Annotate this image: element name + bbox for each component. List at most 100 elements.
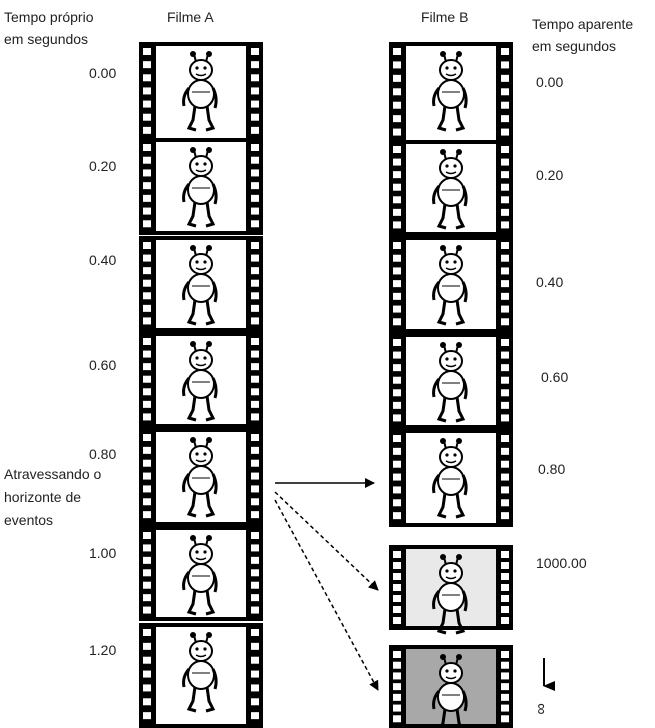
film-b-time: 0.00 bbox=[536, 74, 564, 90]
sprocket-hole bbox=[251, 485, 259, 493]
sprocket-hole bbox=[501, 267, 509, 275]
film-a-time: 0.80 bbox=[89, 446, 117, 462]
sprocket-hole bbox=[251, 169, 259, 177]
sprocket-hole bbox=[501, 486, 509, 494]
sprocket-hole bbox=[501, 292, 509, 300]
sprocket-hole bbox=[143, 472, 151, 480]
sprocket-hole bbox=[143, 48, 151, 55]
sprocket-hole bbox=[501, 280, 509, 288]
sprocket-hole bbox=[393, 499, 401, 507]
sprocket-hole bbox=[393, 595, 401, 602]
sprocket-hole bbox=[143, 556, 151, 564]
sprocket-hole bbox=[501, 101, 509, 109]
event-horizon-note-line1: Atravessando o bbox=[4, 466, 102, 482]
sprocket-hole bbox=[393, 183, 401, 191]
sprocket-hole bbox=[393, 584, 401, 591]
sprocket-hole bbox=[393, 158, 401, 166]
sprocket-hole bbox=[251, 388, 259, 396]
sprocket-hole bbox=[143, 569, 151, 577]
sprocket-hole bbox=[501, 414, 509, 422]
sprocket-hole bbox=[501, 351, 509, 359]
sprocket-hole bbox=[501, 61, 509, 69]
sprocket-hole bbox=[251, 581, 259, 589]
sprocket-hole bbox=[143, 670, 151, 678]
sprocket-hole bbox=[393, 715, 401, 723]
sprocket-hole bbox=[251, 242, 259, 249]
sprocket-hole bbox=[251, 569, 259, 577]
sprocket-hole bbox=[251, 594, 259, 602]
sprocket-hole bbox=[393, 562, 401, 569]
film-b-time: 0.80 bbox=[538, 461, 566, 477]
sprocket-hole bbox=[501, 617, 509, 624]
sprocket-hole bbox=[501, 339, 509, 346]
sprocket-hole bbox=[143, 279, 151, 287]
apparent-time-label-line2: em segundos bbox=[532, 38, 617, 54]
sprocket-hole bbox=[501, 499, 509, 507]
sprocket-hole bbox=[251, 74, 259, 82]
sprocket-hole bbox=[143, 254, 151, 262]
sprocket-hole bbox=[501, 158, 509, 166]
sprocket-hole bbox=[501, 74, 509, 82]
sprocket-hole bbox=[251, 656, 259, 664]
sprocket-hole bbox=[143, 388, 151, 396]
sprocket-hole bbox=[501, 88, 509, 96]
sprocket-hole bbox=[143, 317, 151, 325]
sprocket-hole bbox=[393, 486, 401, 494]
sprocket-hole bbox=[393, 551, 401, 558]
film-a-frame bbox=[139, 138, 263, 235]
sprocket-hole bbox=[501, 715, 509, 723]
sprocket-hole bbox=[143, 267, 151, 275]
sprocket-hole bbox=[393, 661, 401, 669]
sprocket-hole bbox=[143, 350, 151, 358]
sprocket-hole bbox=[393, 146, 401, 153]
sprocket-hole bbox=[393, 512, 401, 520]
sprocket-hole bbox=[143, 544, 151, 552]
sprocket-hole bbox=[393, 318, 401, 326]
sprocket-hole bbox=[143, 459, 151, 467]
sprocket-hole bbox=[251, 126, 259, 134]
sprocket-hole bbox=[251, 434, 259, 441]
sprocket-hole bbox=[501, 693, 509, 701]
film-a-frame bbox=[139, 623, 263, 728]
film-b-strip bbox=[389, 42, 513, 728]
sprocket-hole bbox=[251, 279, 259, 287]
sprocket-hole bbox=[393, 242, 401, 249]
sprocket-hole bbox=[251, 606, 259, 614]
event-horizon-note-line2: horizonte de bbox=[4, 489, 82, 505]
sprocket-hole bbox=[393, 267, 401, 275]
sprocket-hole bbox=[143, 156, 151, 164]
sprocket-hole bbox=[393, 280, 401, 288]
sprocket-hole bbox=[393, 651, 401, 658]
sprocket-hole bbox=[251, 87, 259, 95]
sprocket-hole bbox=[251, 194, 259, 202]
sprocket-hole bbox=[251, 498, 259, 506]
film-a-title: Filme A bbox=[167, 9, 214, 25]
sprocket-hole bbox=[143, 87, 151, 95]
sprocket-hole bbox=[393, 208, 401, 216]
sprocket-hole bbox=[251, 684, 259, 692]
sprocket-hole bbox=[501, 196, 509, 204]
sprocket-hole bbox=[393, 292, 401, 300]
sprocket-hole bbox=[251, 698, 259, 706]
sprocket-hole bbox=[393, 606, 401, 613]
sprocket-hole bbox=[251, 207, 259, 215]
sprocket-hole bbox=[251, 670, 259, 678]
sprocket-hole bbox=[393, 171, 401, 179]
sprocket-hole bbox=[143, 485, 151, 493]
sprocket-hole bbox=[143, 498, 151, 506]
sprocket-hole bbox=[393, 351, 401, 359]
sprocket-hole bbox=[501, 460, 509, 468]
sprocket-hole bbox=[501, 651, 509, 658]
sprocket-hole bbox=[143, 100, 151, 108]
sprocket-hole bbox=[393, 364, 401, 372]
sprocket-hole bbox=[251, 338, 259, 345]
sprocket-hole bbox=[501, 512, 509, 520]
film-b-frame-faded bbox=[389, 545, 513, 635]
sprocket-hole bbox=[393, 401, 401, 409]
sprocket-hole bbox=[143, 338, 151, 345]
sprocket-hole bbox=[393, 339, 401, 346]
sprocket-hole bbox=[501, 115, 509, 123]
sprocket-hole bbox=[501, 128, 509, 136]
sprocket-hole bbox=[143, 606, 151, 614]
